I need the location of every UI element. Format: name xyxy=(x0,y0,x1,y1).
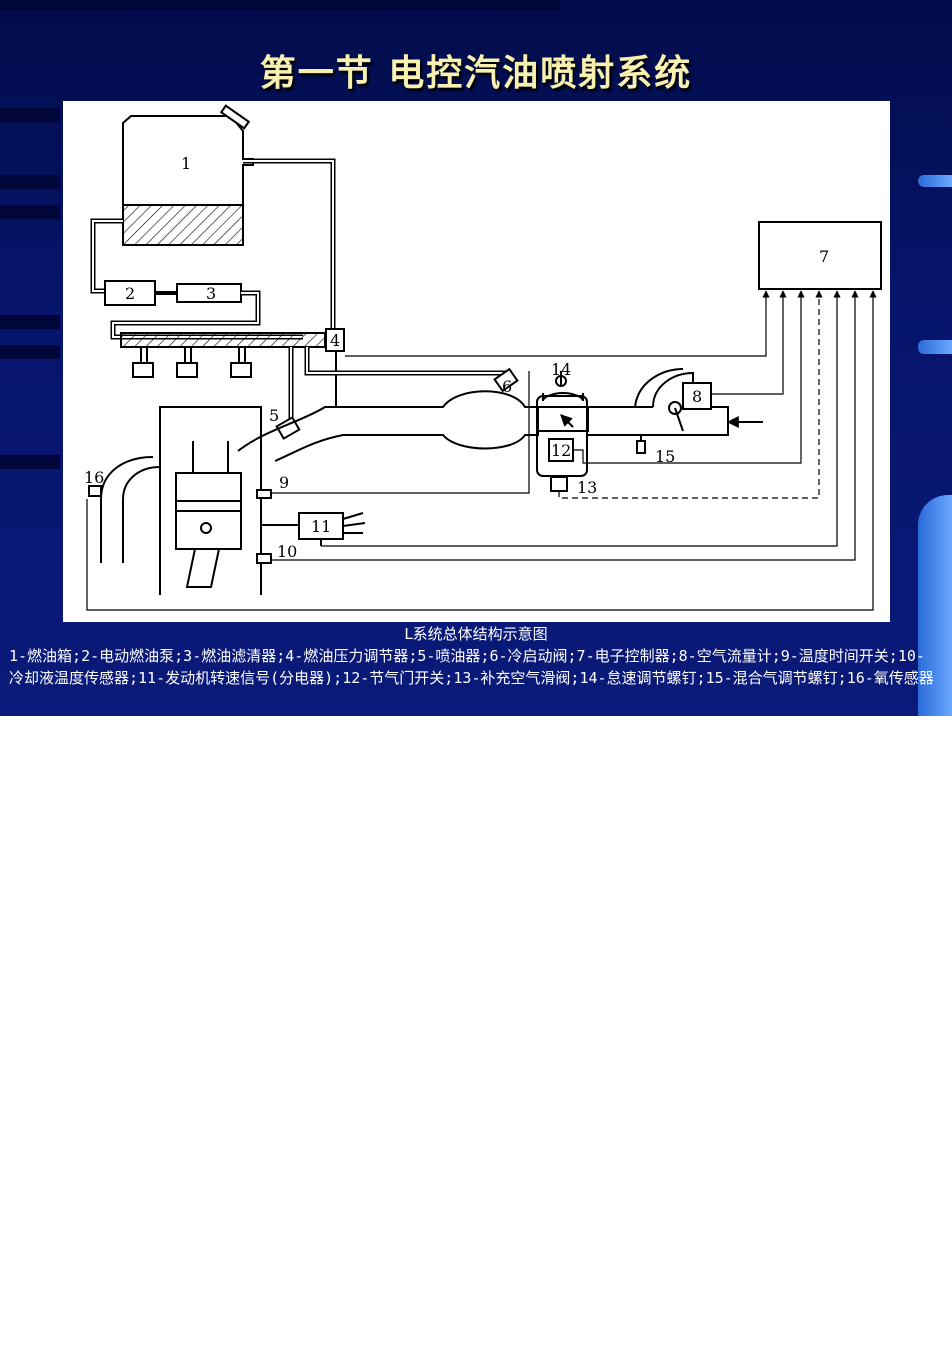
slide: 第一节 电控汽油喷射系统 xyxy=(0,0,952,716)
diagram-legend: 1-燃油箱;2-电动燃油泵;3-燃油滤清器;4-燃油压力调节器;5-喷油器;6-… xyxy=(9,647,934,687)
system-diagram: 1 2 3 4 5 6 7 8 9 10 11 12 13 14 15 16 xyxy=(63,101,890,622)
exhaust-pipe xyxy=(100,456,161,563)
bg-stripe xyxy=(0,0,560,10)
page-title: 第一节 电控汽油喷射系统 xyxy=(259,52,693,94)
bg-stripe xyxy=(0,205,60,219)
engine-cylinder xyxy=(159,406,299,595)
bg-accent xyxy=(918,340,952,354)
label-9: 9 xyxy=(279,473,289,492)
cold-start-valve xyxy=(493,367,519,393)
label-12: 12 xyxy=(551,441,571,460)
label-14: 14 xyxy=(551,360,571,379)
injector-row xyxy=(132,347,252,378)
fuel-rail xyxy=(120,332,326,348)
diagram-caption: L系统总体结构示意图 xyxy=(404,625,548,643)
label-2: 2 xyxy=(125,284,135,303)
label-15: 15 xyxy=(655,447,675,466)
label-6: 6 xyxy=(502,377,512,396)
bg-stripe xyxy=(0,108,60,122)
throttle-body xyxy=(538,406,589,432)
bg-stripe xyxy=(0,455,60,469)
label-16: 16 xyxy=(84,468,104,487)
ecu xyxy=(758,221,882,290)
label-7: 7 xyxy=(819,247,829,266)
bg-accent xyxy=(918,175,952,187)
bg-stripe xyxy=(0,315,60,329)
label-1: 1 xyxy=(181,154,191,173)
oxygen-sensor xyxy=(88,485,102,497)
label-3: 3 xyxy=(206,284,216,303)
diagram-labels: 1 2 3 4 5 6 7 8 9 10 11 12 13 14 15 16 xyxy=(84,154,829,561)
label-4: 4 xyxy=(330,331,340,350)
label-5: 5 xyxy=(269,406,279,425)
bg-stripe xyxy=(0,175,60,189)
label-10: 10 xyxy=(277,542,297,561)
label-13: 13 xyxy=(577,478,597,497)
air-flow-meter xyxy=(634,368,684,408)
label-8: 8 xyxy=(692,387,702,406)
bg-stripe xyxy=(0,345,60,359)
auxiliary-air-valve xyxy=(550,476,568,492)
label-11: 11 xyxy=(311,517,331,536)
bg-accent xyxy=(918,495,952,716)
fuel-tank xyxy=(122,104,254,246)
